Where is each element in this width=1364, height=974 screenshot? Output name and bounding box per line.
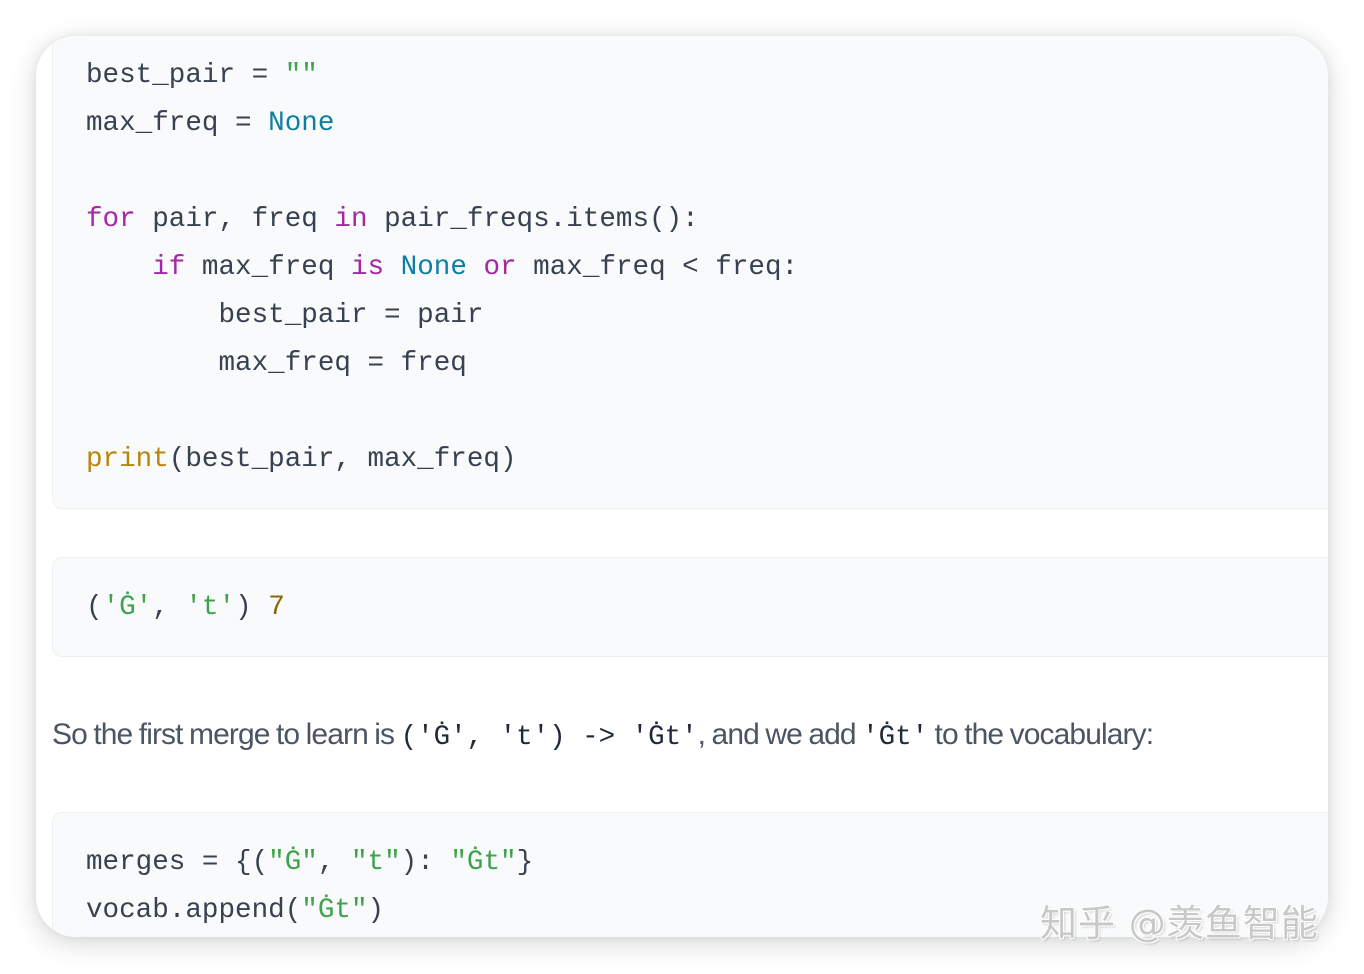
paragraph-text: So the first merge to learn is	[52, 718, 401, 751]
code-token-plain: max_freq	[185, 252, 351, 283]
code-token-str: "Ġt"	[450, 847, 517, 878]
code-token-plain: max_freq =	[86, 108, 269, 139]
code-token-plain: merges = {(	[86, 847, 269, 878]
code-token-kw: or	[483, 252, 517, 283]
code-token-kw: is	[350, 252, 385, 283]
code-token-num: 7	[268, 592, 285, 623]
inline-code-token: 'Ġt'	[862, 722, 929, 753]
code-token-str: 't'	[185, 592, 236, 623]
code-token-const: None	[400, 252, 467, 283]
code-output-block[interactable]: ('Ġ', 't') 7	[52, 557, 1328, 657]
code-token-kw: in	[334, 204, 368, 235]
code-line: for pair, freq in pair_freqs.items():	[86, 204, 699, 235]
code-token-plain: (	[86, 592, 103, 623]
code-token-plain: max_freq = freq	[86, 348, 467, 379]
code-token-plain: ):	[400, 847, 451, 878]
code-line: best_pair = ""	[86, 60, 318, 91]
code-token-plain: best_pair = pair	[86, 300, 484, 331]
code-token-plain: )	[367, 895, 385, 926]
code-block-best-pair[interactable]: best_pair = "" max_freq = None for pair,…	[52, 36, 1328, 509]
paragraph-text: , and we add	[697, 718, 863, 751]
code-token-const: None	[268, 108, 335, 139]
code-text[interactable]: merges = {("Ġ", "t"): "Ġt"} vocab.append…	[53, 813, 1328, 935]
code-token-str: 'Ġ'	[102, 592, 153, 623]
code-line: max_freq = freq	[86, 348, 467, 379]
code-token-plain: ,	[152, 592, 186, 623]
code-token-plain: ,	[317, 847, 351, 878]
output-text[interactable]: ('Ġ', 't') 7	[53, 558, 1328, 632]
code-line: merges = {("Ġ", "t"): "Ġt"}	[86, 847, 533, 878]
code-token-plain: )	[235, 592, 269, 623]
code-token-builtin: print	[86, 444, 169, 475]
code-token-plain: vocab.append(	[86, 895, 302, 926]
code-token-plain: pair_freqs.items():	[367, 204, 699, 235]
code-token-plain: (best_pair, max_freq)	[168, 444, 517, 475]
code-token-kw: if	[152, 252, 186, 283]
code-token-str: "t"	[350, 847, 401, 878]
code-line: max_freq = None	[86, 108, 334, 139]
code-token-plain: max_freq < freq:	[516, 252, 799, 283]
code-block-merges[interactable]: merges = {("Ġ", "t"): "Ġt"} vocab.append…	[52, 812, 1328, 937]
code-line: vocab.append("Ġt")	[86, 895, 384, 926]
code-text[interactable]: best_pair = "" max_freq = None for pair,…	[53, 36, 1328, 484]
code-token-plain: }	[516, 847, 534, 878]
code-line: best_pair = pair	[86, 300, 483, 331]
code-token-plain	[467, 252, 484, 283]
content-card: best_pair = "" max_freq = None for pair,…	[36, 36, 1328, 937]
code-token-plain	[86, 252, 152, 283]
code-token-plain: best_pair =	[86, 60, 285, 91]
code-line: ('Ġ', 't') 7	[86, 592, 285, 623]
code-token-kw: for	[86, 204, 136, 235]
inline-code-merge: ('Ġ', 't') -> 'Ġt'	[400, 722, 698, 753]
code-token-plain: pair, freq	[135, 204, 335, 235]
zhihu-watermark: 知乎 @羡鱼智能	[1040, 902, 1319, 945]
explanation-paragraph: So the first merge to learn is ('Ġ', 't'…	[52, 710, 1322, 763]
code-token-str: ""	[284, 60, 318, 91]
code-line: if max_freq is None or max_freq < freq:	[86, 252, 798, 283]
code-token-plain	[384, 252, 401, 283]
paragraph-text: to the vocabulary:	[928, 718, 1155, 751]
code-line: print(best_pair, max_freq)	[86, 444, 517, 475]
code-token-str: "Ġt"	[301, 895, 368, 926]
code-token-str: "Ġ"	[268, 847, 318, 878]
